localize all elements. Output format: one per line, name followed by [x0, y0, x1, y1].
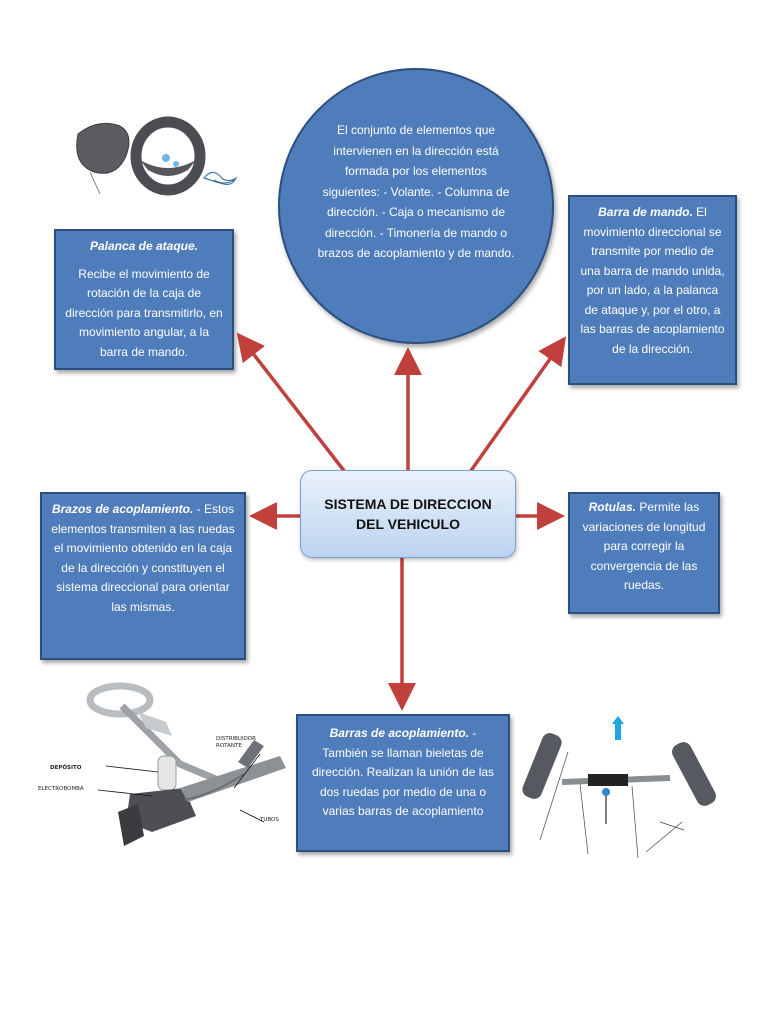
barra-mando-text: El movimiento direccional se transmite p… — [580, 205, 725, 356]
arrow-to-barra-mando — [468, 336, 567, 474]
brazos-title: Brazos de acoplamiento. — [51, 502, 197, 516]
label-electrobomba: ELECTROBOMBA — [38, 786, 84, 792]
central-title-line2: DEL VEHICULO — [356, 516, 460, 532]
power-steering-illustration: DISTRIBUIDOR ROTANTE DEPÓSITO ELECTROBOM… — [38, 682, 286, 846]
rotulas-title: Rotulas. — [588, 500, 640, 514]
label-distribuidor-2: ROTANTE — [216, 743, 242, 749]
definition-text: El conjunto de elementos que intervienen… — [317, 123, 515, 260]
rack-housing — [180, 756, 286, 802]
barra-mando-box: Barra de mando. El movimiento direcciona… — [568, 195, 737, 385]
steering-wheel-rim — [130, 116, 206, 196]
right-wheel — [672, 742, 716, 806]
central-title-line1: SISTEMA DE DIRECCION — [324, 496, 492, 512]
palanca-box: Palanca de ataque. Recibe el movimiento … — [54, 229, 234, 370]
left-wheel — [522, 733, 562, 799]
hydraulic-tubes — [183, 773, 245, 801]
barras-acop-box: Barras de acoplamiento. - También se lla… — [296, 714, 510, 852]
definition-circle: El conjunto de elementos que intervienen… — [278, 68, 554, 344]
rotulas-box: Rotulas. Permite las variaciones de long… — [568, 492, 720, 614]
rotulas-text: Permite las variaciones de longitud para… — [582, 500, 706, 592]
steering-column-housing — [138, 712, 172, 736]
tie-rod-illustration — [522, 716, 716, 859]
label-deposito: DEPÓSITO — [50, 764, 82, 771]
airbag-cover — [76, 122, 130, 174]
barras-acop-title: Barras de acoplamiento. — [329, 726, 473, 740]
fluid-reservoir — [157, 755, 177, 791]
arrow-to-palanca — [236, 332, 347, 474]
steering-wheel-side — [86, 682, 154, 718]
palanca-title: Palanca de ataque. — [89, 239, 199, 253]
pump-assembly — [126, 788, 196, 832]
ball-joint — [602, 788, 610, 796]
steering-wheel-illustration — [76, 116, 238, 196]
steering-wheel-spokes — [140, 160, 196, 176]
barras-acop-text: - También se llaman bieletas de direcció… — [311, 726, 495, 818]
label-distribuidor: DISTRIBUIDOR — [216, 736, 256, 742]
palanca-text: Recibe el movimiento de rotación de la c… — [65, 266, 223, 359]
brazos-box: Brazos de acoplamiento. - Estos elemento… — [40, 492, 246, 660]
brazos-text: - Estos elementos transmiten a las rueda… — [51, 502, 235, 614]
central-node: SISTEMA DE DIRECCION DEL VEHICULO — [300, 470, 516, 558]
barra-mando-title: Barra de mando. — [598, 205, 697, 219]
label-tubos: TUBOS — [259, 817, 279, 823]
up-arrow-icon — [612, 716, 624, 740]
